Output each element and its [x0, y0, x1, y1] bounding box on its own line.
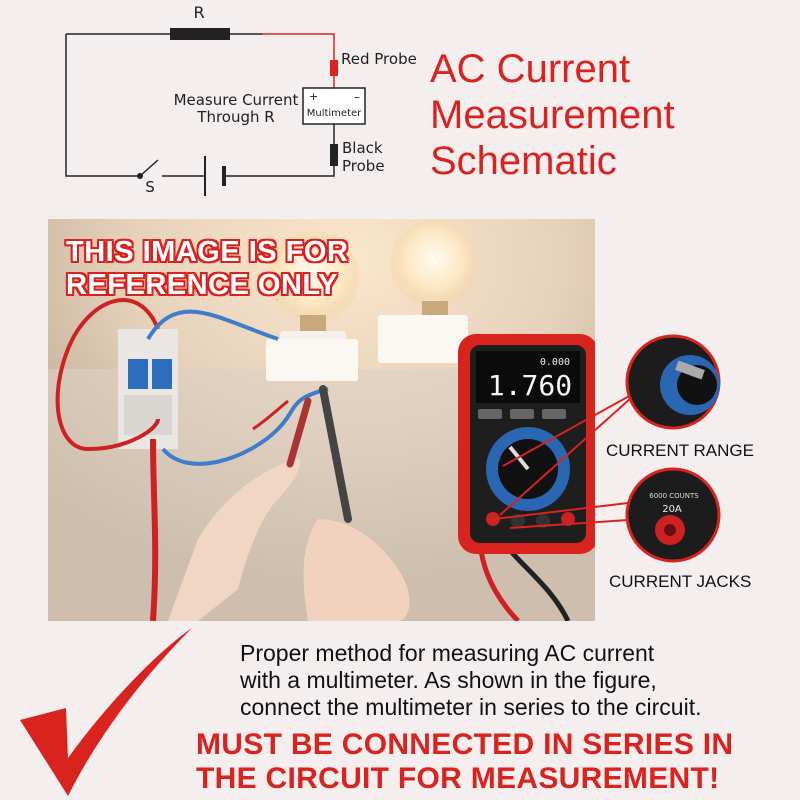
meter-display-main: 1.760: [488, 369, 572, 402]
switch-lever: [139, 159, 159, 177]
current-range-label: CURRENT RANGE: [606, 441, 754, 460]
red-probe-label: Red Probe: [341, 50, 417, 68]
lightbulb-icon: [266, 231, 359, 381]
headline-line1: AC Current: [430, 47, 631, 91]
current-jacks-zoom: 20A 6000 COUNTS: [625, 467, 721, 563]
circuit-breaker: [118, 329, 178, 449]
multimeter-label: Multimeter: [307, 108, 362, 119]
lightbulb-icon: [378, 220, 478, 363]
black-probe-label-line1: Black: [342, 139, 383, 157]
warning-line1: MUST BE CONNECTED IN SERIES IN: [196, 728, 734, 761]
description-line1: Proper method for measuring AC current: [240, 640, 655, 666]
current-jacks-label: CURRENT JACKS: [609, 572, 752, 591]
resistor-symbol: [170, 28, 230, 40]
measure-label-line2: Through R: [196, 108, 274, 126]
series-warning: MUST BE CONNECTED IN SERIES IN THE CIRCU…: [196, 728, 796, 796]
description-line2: with a multimeter. As shown in the figur…: [240, 667, 657, 693]
reference-overlay-line2: REFERENCE ONLY: [66, 269, 338, 301]
switch-label: S: [145, 178, 155, 196]
checkmark-icon: [20, 628, 192, 796]
resistor-label: R: [193, 3, 204, 22]
meter-display-top: 0.000: [540, 357, 570, 368]
black-probe-label-line2: Probe: [342, 157, 385, 175]
headline-line2: Measurement: [430, 93, 675, 137]
headline-line3: Schematic: [430, 139, 617, 183]
headline: AC Current Measurement Schematic: [430, 46, 790, 184]
current-range-zoom: [625, 334, 721, 430]
circuit-schematic: R S + – Multimeter Red Probe Black Probe…: [65, 3, 417, 196]
reference-overlay-line1: THIS IMAGE IS FOR: [66, 236, 349, 268]
meter-minus: –: [354, 90, 360, 104]
black-probe-symbol: [330, 144, 338, 166]
multimeter-icon: 0.000 1.760: [458, 334, 595, 554]
description: Proper method for measuring AC current w…: [240, 640, 790, 721]
multimeter-box: [302, 87, 366, 125]
red-probe-symbol: [330, 60, 338, 76]
counts-label: 6000 COUNTS: [649, 492, 699, 500]
reference-overlay-text: THIS IMAGE IS FOR REFERENCE ONLY: [66, 236, 348, 302]
description-line3: connect the multimeter in series to the …: [240, 694, 702, 720]
jack-rating-label: 20A: [662, 504, 682, 515]
warning-line2: THE CIRCUIT FOR MEASUREMENT!: [196, 762, 720, 795]
meter-plus: +: [309, 90, 318, 103]
measure-label-line1: Measure Current: [174, 91, 299, 109]
